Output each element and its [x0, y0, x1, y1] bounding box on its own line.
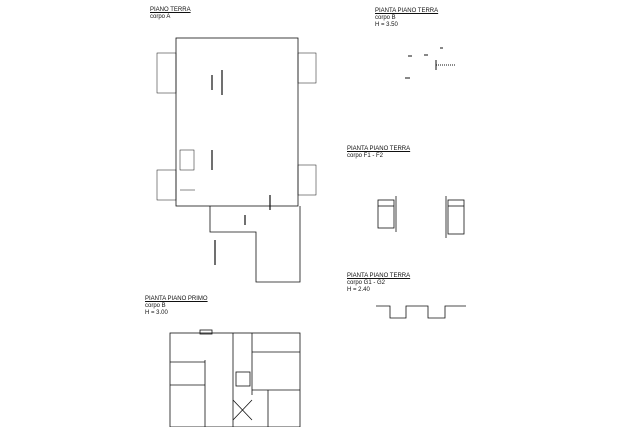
section-height: H = 3.50 [375, 22, 398, 28]
plan-corpo-g [376, 305, 466, 319]
plan-corpo-b [405, 47, 455, 79]
section-title: PIANTA PIANO TERRA [375, 8, 439, 14]
section-corpo-b: PIANTA PIANO TERRA corpo B H = 3.50 [375, 8, 438, 29]
section-title: PIANTA PIANO TERRA [347, 273, 411, 279]
section-subtitle: corpo B [375, 15, 396, 21]
section-corpo-f: PIANTA PIANO TERRA corpo F1 - F2 [347, 146, 410, 160]
section-subtitle: corpo B [145, 303, 166, 309]
section-title: PIANTA PIANO PRIMO [145, 296, 208, 302]
section-corpo-g: PIANTA PIANO TERRA corpo G1 - G2 H = 2.4… [347, 273, 410, 294]
section-subtitle: corpo A [150, 14, 171, 20]
plan-corpo-f [377, 196, 465, 238]
section-corpo-a: PIANO TERRA corpo A [150, 7, 191, 21]
plan-corpo-a [156, 37, 317, 283]
section-title: PIANTA PIANO TERRA [347, 146, 411, 152]
section-subtitle: corpo F1 - F2 [347, 153, 384, 159]
section-height: H = 2.40 [347, 287, 370, 293]
section-height: H = 3.00 [145, 310, 168, 316]
section-title: PIANO TERRA [150, 7, 191, 13]
plan-piano-primo [169, 329, 301, 427]
section-subtitle: corpo G1 - G2 [347, 280, 386, 286]
section-piano-primo: PIANTA PIANO PRIMO corpo B H = 3.00 [145, 296, 208, 317]
